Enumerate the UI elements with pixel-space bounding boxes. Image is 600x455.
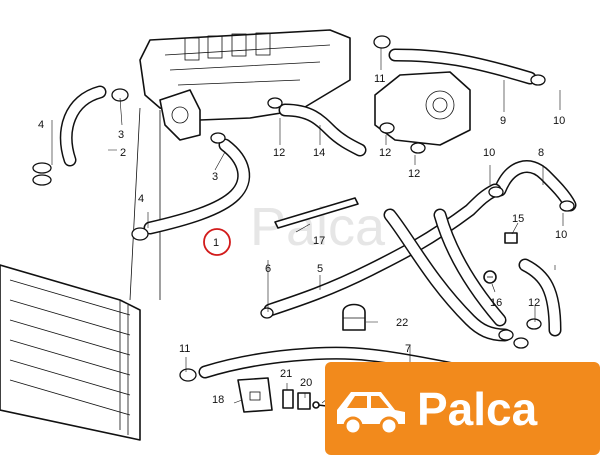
callout-3a: 3 <box>118 129 124 141</box>
callout-10b: 10 <box>483 147 495 159</box>
callout-12d: 12 <box>528 297 540 309</box>
callout-8: 8 <box>538 147 544 159</box>
callout-9: 9 <box>500 115 506 127</box>
callout-11b: 11 <box>179 343 190 355</box>
callout-11a: 11 <box>374 73 385 85</box>
car-icon <box>337 392 405 436</box>
highlight-circle <box>203 228 231 256</box>
callout-3b: 3 <box>212 171 218 183</box>
callout-17: 17 <box>313 235 325 247</box>
hose-13 <box>518 258 562 337</box>
callout-12a: 12 <box>273 147 285 159</box>
hose-clamps <box>32 35 575 382</box>
callout-6: 6 <box>265 263 271 275</box>
callout-12c: 12 <box>408 168 420 180</box>
hose-1 <box>143 138 251 235</box>
brand-name: Palca <box>417 383 538 435</box>
callout-20: 20 <box>300 377 312 389</box>
callout-22: 22 <box>396 317 408 329</box>
callout-21: 21 <box>280 368 292 380</box>
clip-22 <box>342 303 366 331</box>
screw-16 <box>483 270 497 284</box>
callout-1: 1 <box>213 237 219 249</box>
callout-4b: 4 <box>138 193 144 205</box>
bracket-17 <box>274 197 359 229</box>
callout-5: 5 <box>317 263 323 275</box>
callout-12b: 12 <box>379 147 391 159</box>
hose-9 <box>388 48 537 85</box>
callout-15: 15 <box>512 213 524 225</box>
callout-2: 2 <box>120 147 126 159</box>
pipe-5 <box>263 183 512 342</box>
callout-4a: 4 <box>38 119 44 131</box>
callout-18: 18 <box>212 394 224 406</box>
leader-lines <box>51 48 564 404</box>
hose-2 <box>59 85 107 167</box>
clip-21 <box>282 389 294 409</box>
watermark: Palca <box>250 197 386 257</box>
bracket-18 <box>237 377 273 413</box>
radiator <box>0 264 141 441</box>
throttle-body <box>374 71 471 146</box>
callout-10a: 10 <box>553 115 565 127</box>
callout-10c: 10 <box>555 229 567 241</box>
callout-14: 14 <box>313 147 325 159</box>
brand-logo: Palca <box>325 362 600 455</box>
callout-16: 16 <box>490 297 502 309</box>
hose-14 <box>278 103 367 157</box>
hose-8 <box>493 160 577 212</box>
callout-7: 7 <box>405 343 411 355</box>
clip-20 <box>297 392 311 410</box>
thermostat-housing <box>159 89 201 141</box>
plug-15 <box>504 232 518 244</box>
